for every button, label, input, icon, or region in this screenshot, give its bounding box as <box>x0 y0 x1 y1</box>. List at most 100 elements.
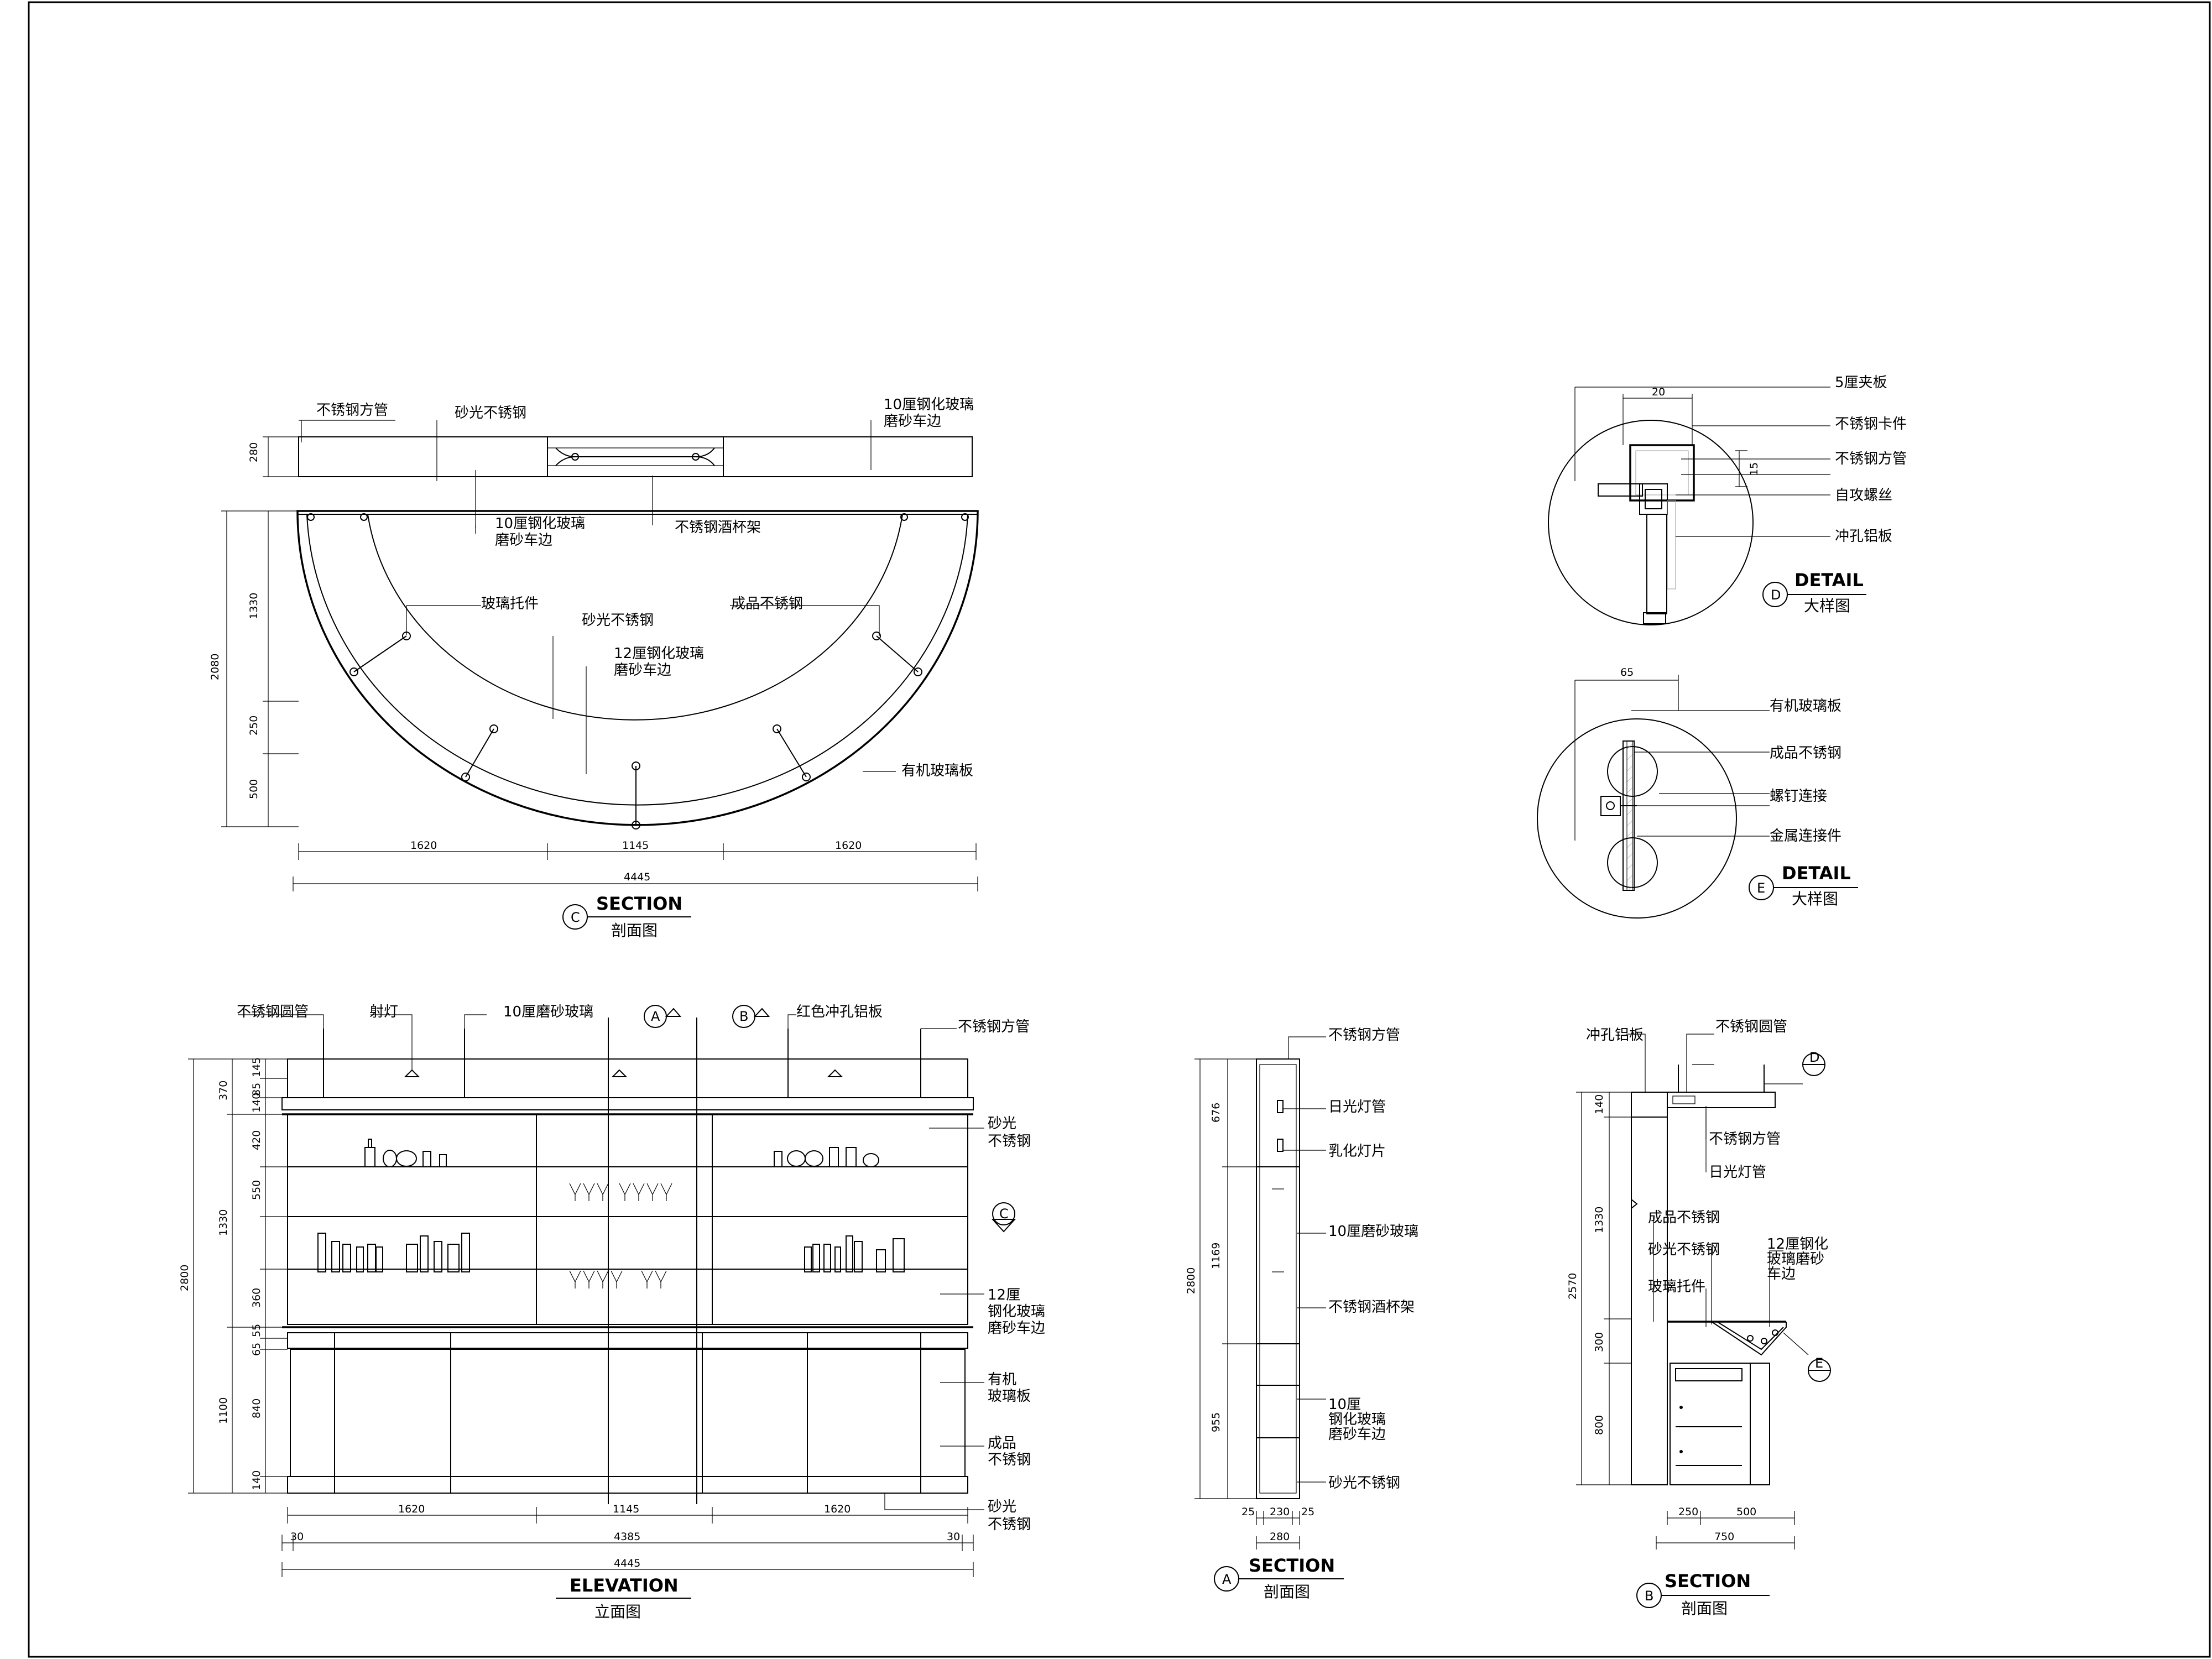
elev-dim-145: 145 <box>251 1057 263 1077</box>
elev-dim-w30b: 30 <box>947 1531 960 1543</box>
counter-outer-arc <box>296 510 979 826</box>
section-b-dim-250: 250 <box>1678 1506 1698 1518</box>
section-b-dim-2570: 2570 <box>1567 1273 1579 1300</box>
detail-e-label-acrylic: 有机玻璃板 <box>1770 698 1841 714</box>
section-a-label-frosted10: 10厘磨砂玻璃 <box>1328 1223 1418 1240</box>
section-a-label-square-tube: 不锈钢方管 <box>1328 1027 1400 1044</box>
elevation-subtitle: 立面图 <box>594 1603 641 1621</box>
label-cup-rack: 不锈钢酒杯架 <box>675 519 761 536</box>
elev-dim-w1620b: 1620 <box>824 1503 851 1515</box>
section-a-label-glass-2: 钢化玻璃 <box>1328 1411 1386 1428</box>
section-b-tag: B <box>1645 1588 1653 1604</box>
section-a-label-cup-rack: 不锈钢酒杯架 <box>1328 1299 1415 1316</box>
elev-label-satin-b1: 砂光 <box>988 1499 1016 1515</box>
section-b-label-finished-steel: 成品不锈钢 <box>1648 1209 1720 1226</box>
section-c-title: SECTION <box>596 893 682 914</box>
elevation: A B C 不锈钢圆管 射灯 10厘磨砂玻璃 红色冲孔铝板 不锈钢方管 砂光 不… <box>179 1004 1045 1621</box>
elev-tag-b: B <box>739 1009 748 1024</box>
elev-dim-1100: 1100 <box>217 1397 229 1424</box>
elev-label-finished-2: 不锈钢 <box>988 1452 1031 1468</box>
detail-e-title: DETAIL <box>1782 863 1851 884</box>
elev-tag-a: A <box>651 1009 660 1024</box>
section-b-label-round-tube: 不锈钢圆管 <box>1715 1019 1787 1035</box>
elev-dim-55: 55 <box>251 1324 263 1337</box>
elev-label-finished-1: 成品 <box>988 1435 1016 1452</box>
detail-d-label-clip: 不锈钢卡件 <box>1835 416 1907 432</box>
label-glass10-mid-1: 10厘钢化玻璃 <box>495 515 585 532</box>
counter-inner-arc <box>306 514 968 806</box>
section-a: 不锈钢方管 日光灯管 乳化灯片 10厘磨砂玻璃 不锈钢酒杯架 10厘 钢化玻璃 … <box>1185 1027 1418 1601</box>
section-a-label-glass-3: 磨砂车边 <box>1328 1426 1386 1443</box>
section-b-label-fluorescent: 日光灯管 <box>1709 1164 1766 1181</box>
detail-d: 20 15 5厘夹板 不锈钢卡件 不锈钢方管 自攻螺丝 冲孔铝板 D DETAI… <box>1548 374 1907 625</box>
section-a-dim-25a: 25 <box>1241 1506 1255 1518</box>
label-finished-steel: 成品不锈钢 <box>731 596 803 612</box>
bottles-mid-left <box>317 1233 470 1272</box>
section-a-subtitle: 剖面图 <box>1264 1583 1310 1601</box>
section-c-tag: C <box>571 910 580 925</box>
elev-dim-370: 370 <box>217 1081 229 1100</box>
dim-2080: 2080 <box>209 654 221 680</box>
section-b-dim-800: 800 <box>1593 1415 1605 1435</box>
dim-500: 500 <box>248 779 260 799</box>
elev-label-frosted10: 10厘磨砂玻璃 <box>503 1004 593 1020</box>
elev-label-glass12-3: 磨砂车边 <box>988 1320 1045 1337</box>
section-b-label-perforated: 冲孔铝板 <box>1586 1027 1644 1044</box>
elev-dim-85: 85 <box>251 1083 263 1096</box>
dim-w1145: 1145 <box>622 839 649 852</box>
section-b-dim-300: 300 <box>1593 1332 1605 1352</box>
dim-w1620b: 1620 <box>835 839 862 852</box>
elev-dim-2800: 2800 <box>179 1265 191 1291</box>
section-b-subtitle: 剖面图 <box>1681 1599 1728 1618</box>
section-a-dim-2800: 2800 <box>1185 1267 1197 1294</box>
detail-e-subtitle: 大样图 <box>1792 890 1838 908</box>
section-a-dim-1169: 1169 <box>1210 1243 1222 1269</box>
section-b-label-square-tube: 不锈钢方管 <box>1709 1131 1781 1147</box>
elev-dim-550: 550 <box>251 1180 263 1200</box>
section-b-dim-140: 140 <box>1593 1094 1605 1114</box>
detail-d-label-screw: 自攻螺丝 <box>1835 487 1892 504</box>
section-b-title: SECTION <box>1665 1571 1751 1592</box>
detail-e-label-screw-conn: 螺钉连接 <box>1770 788 1827 805</box>
label-satin-steel-top: 砂光不锈钢 <box>455 405 526 421</box>
section-a-dim-230: 230 <box>1270 1506 1290 1518</box>
elev-dim-140b: 140 <box>251 1470 263 1490</box>
section-a-label-satin: 砂光不锈钢 <box>1328 1475 1400 1491</box>
label-square-tube: 不锈钢方管 <box>316 402 388 419</box>
elev-dim-840: 840 <box>251 1399 263 1418</box>
label-glass12-2: 磨砂车边 <box>614 662 671 679</box>
section-a-dim-280: 280 <box>1270 1531 1290 1543</box>
dim-1330: 1330 <box>248 593 260 619</box>
elev-label-satin-1: 砂光 <box>988 1115 1016 1132</box>
bottles-mid-right <box>804 1235 905 1272</box>
sheet-border <box>28 1 2211 1658</box>
detail-d-dim-20: 20 <box>1652 386 1665 398</box>
detail-d-tag: D <box>1771 587 1781 603</box>
section-a-dim-676: 676 <box>1210 1103 1222 1123</box>
detail-e-label-finished-steel: 成品不锈钢 <box>1770 745 1841 761</box>
elev-dim-140a: 140 <box>251 1093 263 1113</box>
elev-label-satin-b2: 不锈钢 <box>988 1516 1031 1533</box>
section-b-tag-e: E <box>1815 1355 1823 1371</box>
elev-dim-w1145: 1145 <box>613 1503 639 1515</box>
elev-label-glass12-1: 12厘 <box>988 1287 1020 1303</box>
bottles-top-left <box>364 1139 447 1167</box>
elev-label-glass12-2: 钢化玻璃 <box>988 1303 1045 1320</box>
section-a-title: SECTION <box>1249 1555 1335 1576</box>
detail-e-label-metal-conn: 金属连接件 <box>1770 828 1841 844</box>
section-a-dim-25b: 25 <box>1301 1506 1314 1518</box>
elev-dim-1330: 1330 <box>217 1209 229 1236</box>
section-a-tag: A <box>1222 1572 1232 1587</box>
detail-d-subtitle: 大样图 <box>1804 597 1850 615</box>
elev-dim-w1620a: 1620 <box>398 1503 425 1515</box>
section-b-label-glass12-2: 玻璃磨砂 <box>1767 1251 1824 1267</box>
elevation-title: ELEVATION <box>570 1575 679 1596</box>
section-b-dim-750: 750 <box>1714 1531 1734 1543</box>
detail-d-dim-15: 15 <box>1748 462 1760 476</box>
detail-d-label-plywood: 5厘夹板 <box>1835 374 1887 391</box>
elev-label-acrylic-2: 玻璃板 <box>988 1388 1031 1405</box>
section-b-dim-500: 500 <box>1736 1506 1756 1518</box>
elev-label-acrylic-1: 有机 <box>988 1371 1016 1388</box>
elev-label-spotlight: 射灯 <box>369 1004 398 1020</box>
section-b-label-glass12-3: 车边 <box>1767 1266 1796 1282</box>
